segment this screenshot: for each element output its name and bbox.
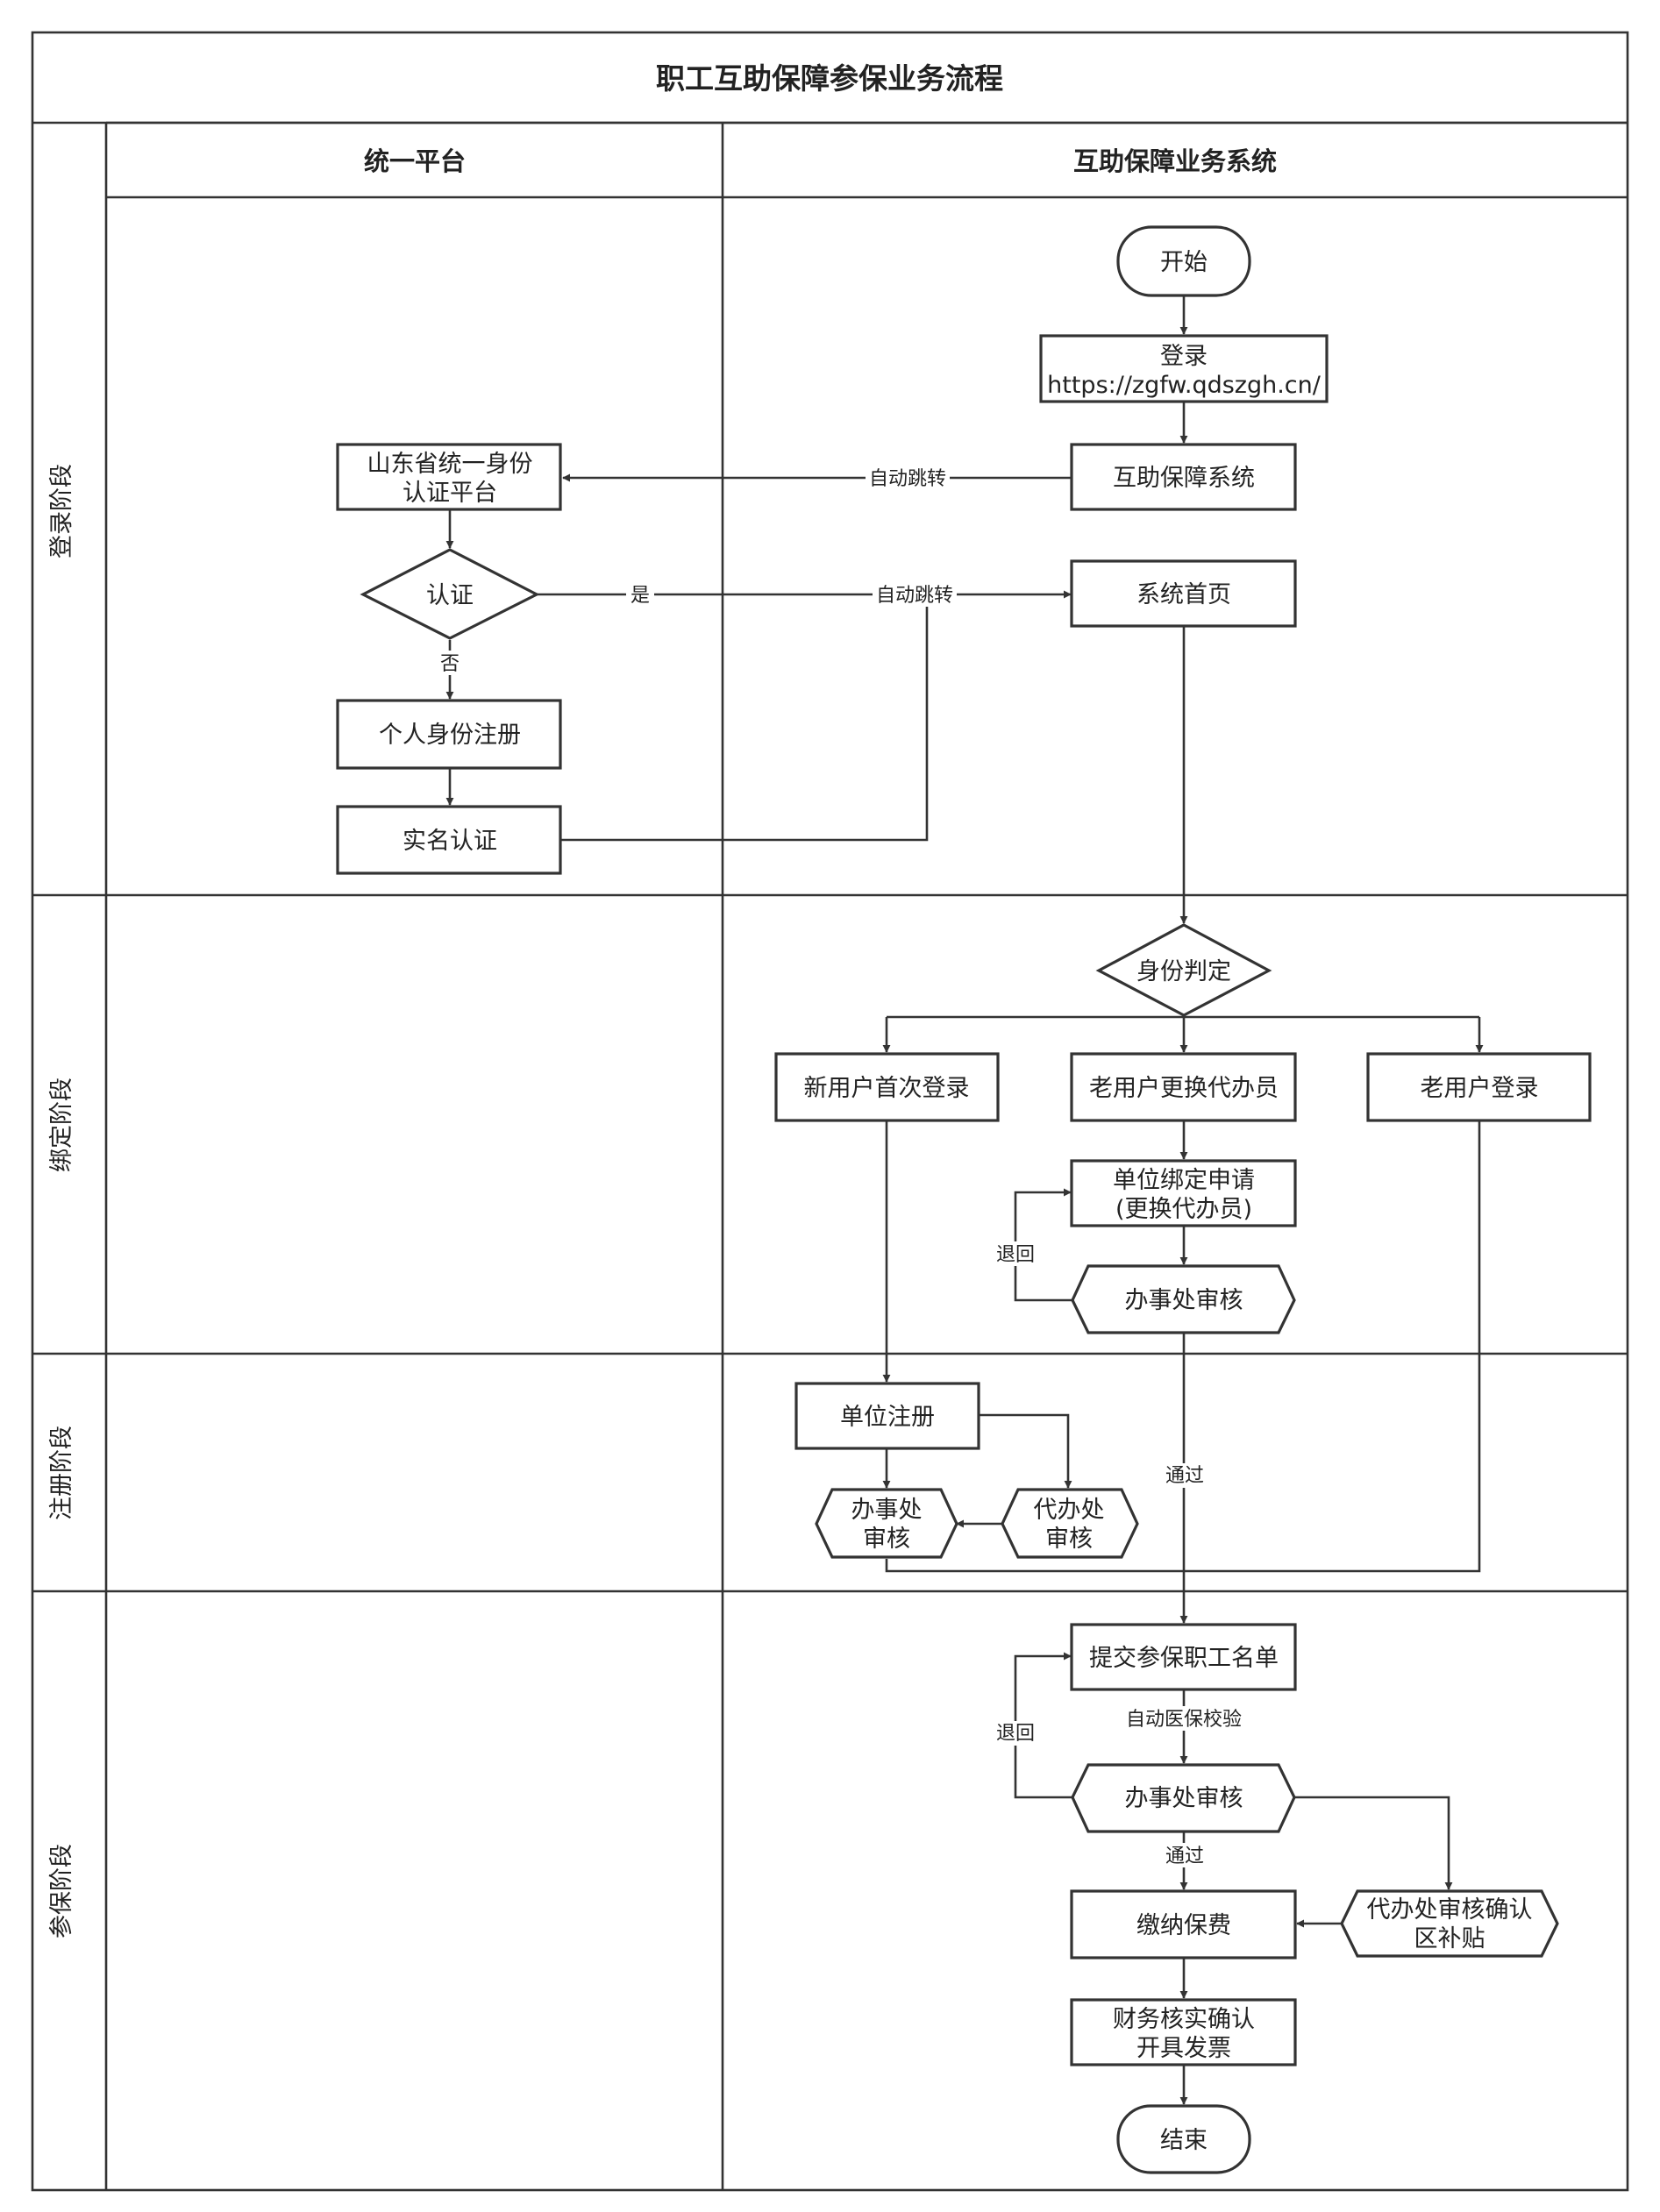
edge-label-return-2: 退回: [996, 1723, 1035, 1745]
node-pay-label: 缴纳保费: [1136, 1912, 1231, 1939]
node-realname-label: 实名认证: [403, 828, 497, 855]
connectors: [445, 295, 1484, 2105]
node-bind-apply-label-2: (更换代办员): [1115, 1196, 1252, 1223]
node-login-label-2: https://zgfw.qdszgh.cn/: [1047, 372, 1322, 399]
node-finance-label-1: 财务核实确认: [1113, 2006, 1255, 2033]
node-office-review-register-label-2: 审核: [863, 1526, 910, 1553]
node-start-label: 开始: [1160, 249, 1208, 276]
column-header-business-system: 互助保障业务系统: [1073, 146, 1277, 176]
node-old-change-label: 老用户更换代办员: [1089, 1075, 1279, 1102]
node-finance-label-2: 开具发票: [1136, 2035, 1231, 2062]
node-realname-auth: 实名认证: [336, 805, 562, 875]
node-personal-register-label: 个人身份注册: [379, 722, 521, 749]
edge-label-auto-jump-1: 自动跳转: [869, 468, 946, 490]
node-end: 结束: [1116, 2104, 1251, 2174]
node-agent-confirm: 代办处审核确认 区补贴: [1340, 1889, 1559, 1958]
edge-label-return-1: 退回: [996, 1244, 1035, 1266]
node-office-review-insure-label: 办事处审核: [1125, 1785, 1243, 1812]
node-submit-list-label: 提交参保职工名单: [1089, 1645, 1279, 1672]
node-identity-decision: 身份判定: [1095, 923, 1272, 1017]
node-old-change-agent: 老用户更换代办员: [1070, 1052, 1297, 1122]
swimlane-frame: [31, 31, 1629, 2192]
phase-label-register: 注册阶段: [48, 1426, 75, 1520]
node-new-user-label: 新用户首次登录: [804, 1075, 970, 1102]
node-sd-auth-platform: 山东省统一身份 认证平台: [336, 443, 562, 511]
node-identity-label: 身份判定: [1136, 958, 1231, 985]
node-office-review-bind: 办事处审核: [1071, 1264, 1296, 1334]
diagram-title: 职工互助保障参保业务流程: [656, 61, 1003, 96]
edge-label-auto-check: 自动医保校验: [1126, 1709, 1242, 1731]
node-finance-invoice: 财务核实确认 开具发票: [1070, 1998, 1297, 2066]
node-old-login-label: 老用户登录: [1421, 1075, 1539, 1102]
node-sd-auth-label-2: 认证平台: [403, 480, 497, 507]
node-agent-review-register: 代办处 审核: [1001, 1488, 1139, 1559]
node-auth-decision: 认证: [360, 548, 540, 640]
node-mutual-system: 互助保障系统: [1070, 443, 1297, 511]
node-personal-register: 个人身份注册: [336, 699, 562, 770]
node-mutual-system-label: 互助保障系统: [1113, 465, 1255, 492]
edge-label-no: 否: [440, 653, 460, 675]
node-new-user: 新用户首次登录: [774, 1052, 1000, 1122]
node-agent-confirm-label-1: 代办处审核确认: [1367, 1896, 1533, 1924]
node-login: 登录 https://zgfw.qdszgh.cn/: [1039, 334, 1329, 403]
node-start: 开始: [1116, 225, 1251, 297]
column-header-unified-platform: 统一平台: [364, 146, 466, 176]
node-old-login: 老用户登录: [1366, 1052, 1592, 1122]
edge-label-auto-jump-2: 自动跳转: [876, 585, 953, 607]
node-auth-label: 认证: [426, 582, 474, 609]
edge-label-pass-1: 通过: [1165, 1465, 1204, 1487]
node-submit-list: 提交参保职工名单: [1070, 1623, 1297, 1691]
node-end-label: 结束: [1160, 2127, 1208, 2154]
node-login-label-1: 登录: [1160, 343, 1208, 370]
node-unit-register: 单位注册: [794, 1382, 980, 1450]
node-agent-review-label-2: 审核: [1045, 1526, 1093, 1553]
node-bind-apply: 单位绑定申请 (更换代办员): [1070, 1159, 1297, 1227]
node-sd-auth-label-1: 山东省统一身份: [367, 451, 533, 478]
node-office-review-bind-label: 办事处审核: [1125, 1287, 1243, 1314]
node-office-review-insure: 办事处审核: [1071, 1763, 1296, 1833]
node-office-review-register-label-1: 办事处: [851, 1497, 923, 1524]
node-bind-apply-label-1: 单位绑定申请: [1113, 1167, 1255, 1194]
phase-label-bind: 绑定阶段: [48, 1078, 75, 1172]
node-unit-register-label: 单位注册: [840, 1404, 935, 1431]
node-office-review-register: 办事处 审核: [815, 1488, 958, 1559]
node-agent-review-label-1: 代办处: [1034, 1497, 1105, 1524]
node-home: 系统首页: [1070, 559, 1297, 628]
phase-label-login: 登录阶段: [48, 464, 75, 558]
node-agent-confirm-label-2: 区补贴: [1414, 1925, 1485, 1952]
phase-label-insure: 参保阶段: [48, 1844, 75, 1938]
edge-label-pass-2: 通过: [1165, 1846, 1204, 1867]
node-pay: 缴纳保费: [1070, 1889, 1297, 1960]
edge-label-yes: 是: [631, 585, 650, 607]
node-home-label: 系统首页: [1136, 581, 1231, 608]
